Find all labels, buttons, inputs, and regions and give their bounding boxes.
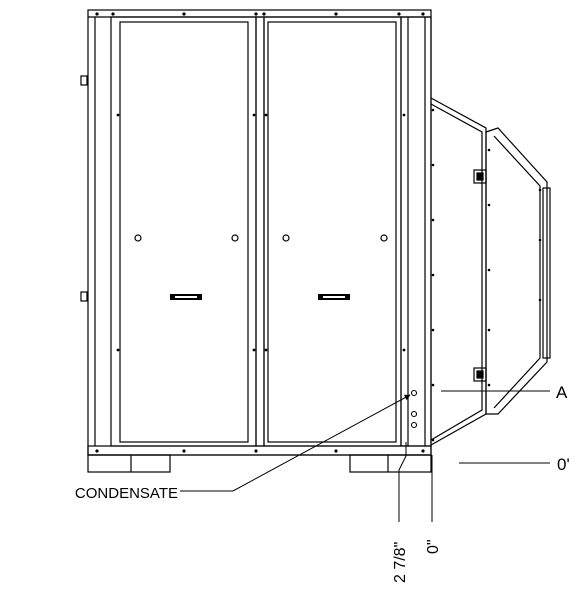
right-post: [400, 16, 432, 447]
fasteners: [95, 12, 542, 453]
condensate-label: CONDENSATE: [75, 485, 178, 502]
dimension-zero-inch-label: 0": [425, 539, 442, 554]
condensate-fittings: [410, 389, 418, 429]
panel-handles: [170, 294, 350, 300]
hood-transition: [430, 97, 487, 446]
left-skid: [87, 454, 171, 473]
callout-a-label: A: [556, 383, 568, 402]
center-mullion: [255, 16, 265, 447]
hood-clamp-bottom: [473, 367, 487, 382]
right-panel-inner: [267, 21, 397, 443]
zero-feet-reference-label: 0': [557, 455, 570, 474]
leader-lines: [180, 390, 550, 522]
cabinet-outline: [87, 9, 432, 456]
cabinet: [87, 9, 432, 456]
bottom-rail: [87, 445, 432, 456]
left-panel-inner: [119, 21, 249, 443]
latch-holes: [134, 234, 388, 242]
right-skid: [349, 454, 432, 473]
left-access-panel: [110, 16, 257, 447]
dimension-two-seven-eighths-label: 2 7/8": [392, 542, 409, 583]
hood-box: [485, 127, 548, 415]
condensate-leader: [180, 394, 411, 492]
lifting-tabs: [80, 75, 88, 302]
discharge-hood: [430, 97, 551, 446]
base-skids: [87, 454, 432, 473]
hood-flange: [542, 187, 551, 359]
hood-clamp-top: [473, 169, 487, 184]
right-access-panel: [263, 16, 402, 447]
dim-leader-two-seven-eighths: [398, 442, 407, 522]
